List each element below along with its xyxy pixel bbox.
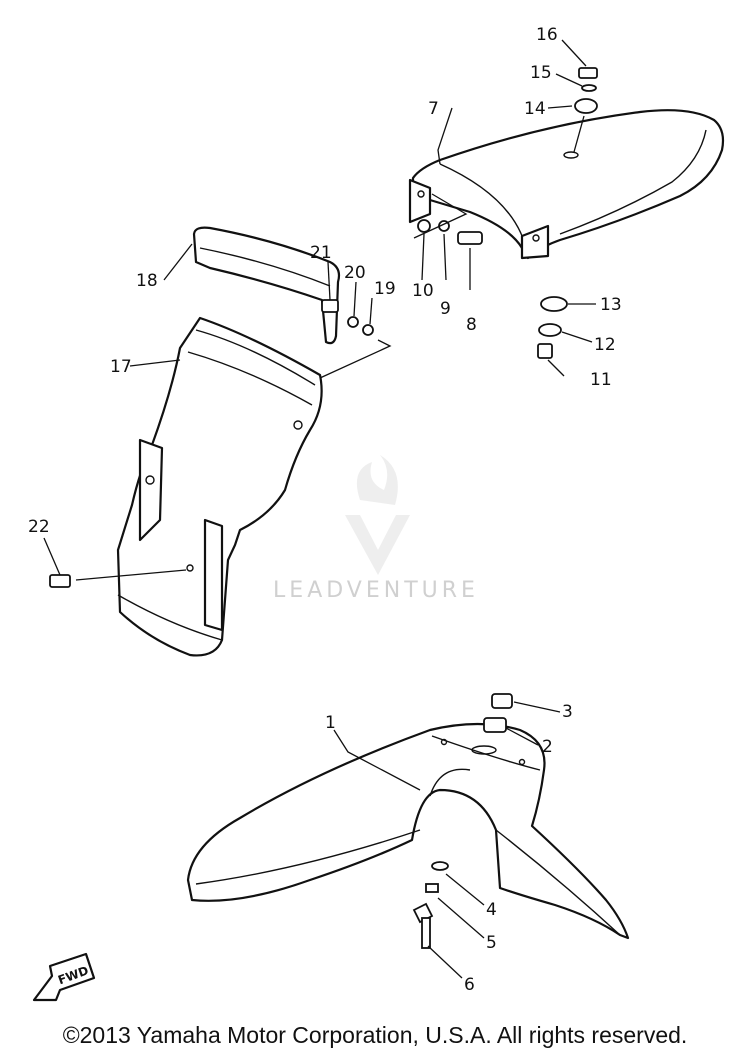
watermark-text: LEADVENTURE — [273, 578, 479, 603]
callout-11: 11 — [590, 370, 612, 390]
callout-9: 9 — [440, 299, 451, 319]
callout-16: 16 — [536, 25, 558, 45]
mudguard-part-17 — [116, 316, 323, 657]
callout-2: 2 — [542, 737, 553, 757]
callout-7: 7 — [428, 99, 439, 119]
callout-4: 4 — [486, 900, 497, 920]
callout-5: 5 — [486, 933, 497, 953]
rear-fender-part-7 — [408, 109, 725, 260]
callout-6: 6 — [464, 975, 475, 995]
front-fender-part-1 — [186, 722, 630, 940]
callout-18: 18 — [136, 271, 158, 291]
callout-12: 12 — [594, 335, 616, 355]
callout-15: 15 — [530, 63, 552, 83]
watermark-logo — [345, 455, 410, 575]
copyright-notice: ©2013 Yamaha Motor Corporation, U.S.A. A… — [62, 1022, 688, 1048]
callout-14: 14 — [524, 99, 546, 119]
hardware-group-front — [412, 693, 513, 949]
bracket-part-18 — [192, 226, 341, 345]
callout-13: 13 — [600, 295, 622, 315]
leader-lines — [43, 39, 596, 979]
callout-1: 1 — [325, 713, 336, 733]
callout-17: 17 — [110, 357, 132, 377]
fwd-arrow-icon: FWD — [32, 952, 96, 1002]
callout-3: 3 — [562, 702, 573, 722]
callout-21: 21 — [310, 243, 332, 263]
callout-19: 19 — [374, 279, 396, 299]
callout-10: 10 — [412, 281, 434, 301]
hardware-group-rear — [49, 67, 598, 588]
callout-labels: 1 2 3 4 5 6 7 8 9 10 11 12 13 14 15 16 1… — [28, 25, 622, 995]
callout-20: 20 — [344, 263, 366, 283]
callout-22: 22 — [28, 517, 50, 537]
callout-8: 8 — [466, 315, 477, 335]
